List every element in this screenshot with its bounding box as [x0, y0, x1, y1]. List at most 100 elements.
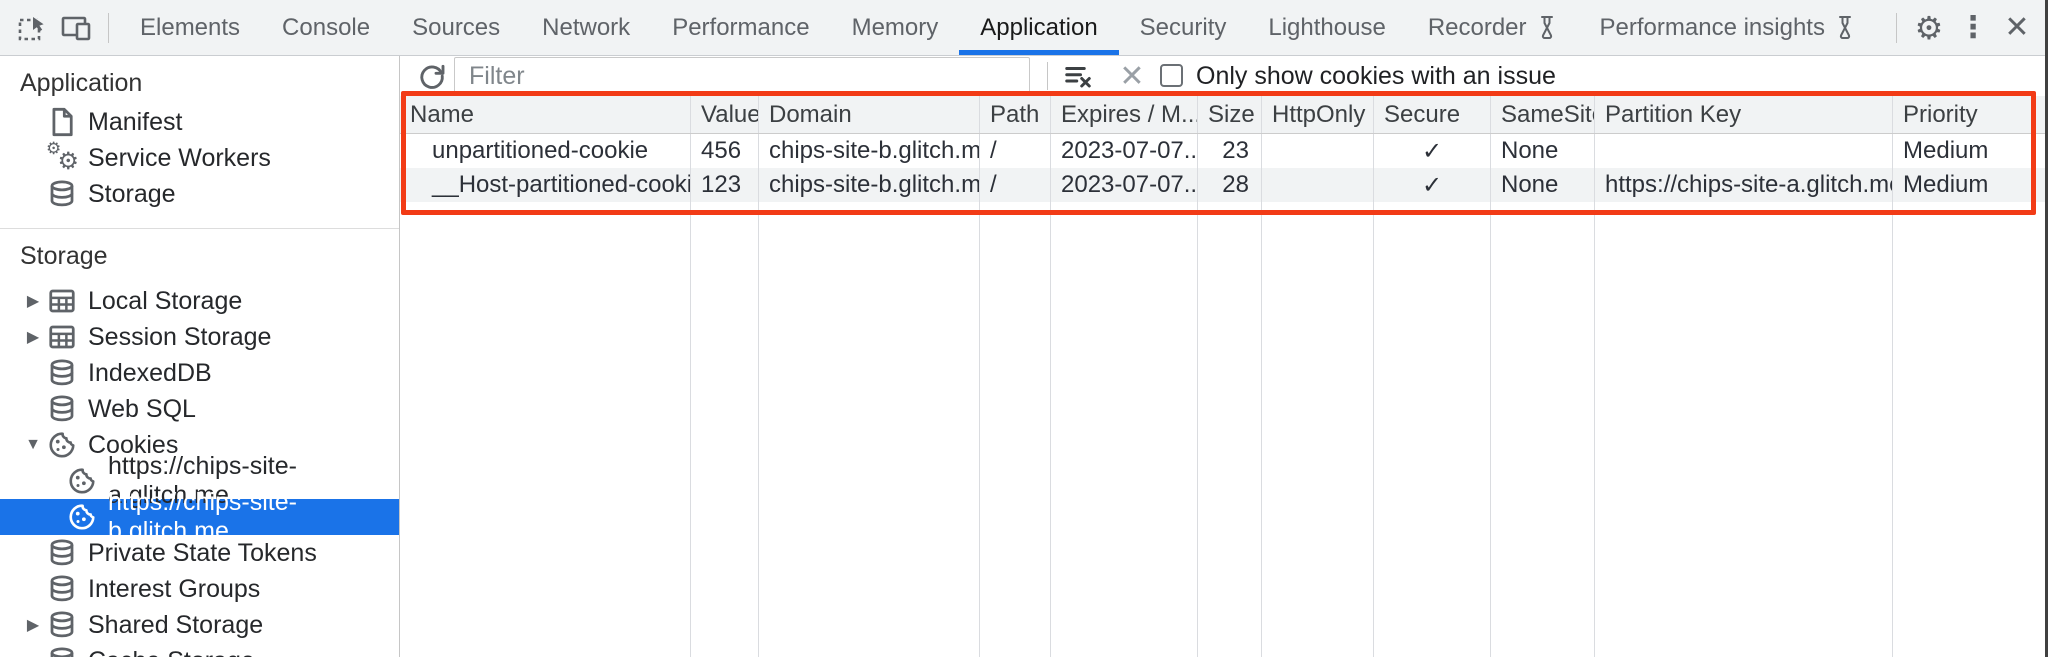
- close-devtools-icon[interactable]: ✕: [1995, 6, 2039, 50]
- cell-samesite[interactable]: None: [1491, 168, 1595, 202]
- cell-value[interactable]: 123: [691, 168, 759, 202]
- cell-secure-checkmark[interactable]: ✓: [1374, 134, 1491, 168]
- sidebar-item-web-sql[interactable]: Web SQL: [0, 391, 399, 427]
- sidebar-item-private-state-tokens[interactable]: Private State Tokens: [0, 535, 399, 571]
- sidebar-item-shared-storage[interactable]: ▶ Shared Storage: [0, 607, 399, 643]
- empty-cell: [1893, 202, 2045, 657]
- cell-expires[interactable]: 2023-07-07...: [1051, 168, 1198, 202]
- cell-priority[interactable]: Medium: [1903, 137, 1989, 164]
- cookie-icon: [46, 429, 78, 461]
- cell-secure-checkmark[interactable]: ✓: [1374, 168, 1491, 202]
- panel-tabs: Elements Console Sources Network Perform…: [119, 0, 1877, 55]
- cookie-row-host-partitioned[interactable]: __Host-partitioned-cookie 123 chips-site…: [400, 168, 2045, 202]
- filter-input[interactable]: [454, 57, 1030, 95]
- cell-name[interactable]: unpartitioned-cookie: [400, 134, 691, 168]
- cell-priority[interactable]: Medium: [1903, 171, 1989, 198]
- cell-value[interactable]: 456: [691, 134, 759, 168]
- tab-security[interactable]: Security: [1119, 0, 1248, 55]
- expander-expanded-icon[interactable]: ▼: [25, 436, 41, 453]
- cell-size[interactable]: 28: [1198, 168, 1262, 202]
- refresh-icon[interactable]: [414, 58, 450, 94]
- database-icon: [46, 178, 78, 210]
- sidebar-item-manifest[interactable]: Manifest: [0, 104, 399, 140]
- column-header-partition-key[interactable]: Partition Key: [1595, 96, 1893, 133]
- toggle-device-toolbar-icon[interactable]: [54, 6, 98, 50]
- empty-cell: [400, 202, 691, 657]
- empty-cell: [691, 202, 759, 657]
- cell-partition-key[interactable]: [1595, 134, 1893, 168]
- service-workers-gears-icon: ⚙⚙: [46, 139, 79, 175]
- tab-recorder[interactable]: Recorder: [1407, 0, 1579, 55]
- sidebar-item-cookie-site-a[interactable]: https://chips-site-a.glitch.me: [0, 452, 399, 509]
- empty-cell: [759, 202, 980, 657]
- column-header-priority[interactable]: Priority: [1903, 100, 1978, 128]
- sidebar-item-cookie-site-b-selected[interactable]: https://chips-site-b.glitch.me: [0, 488, 399, 545]
- cookies-panel: ✕ Only show cookies with an issue Name V…: [400, 56, 2045, 657]
- inspect-element-icon[interactable]: [10, 6, 54, 50]
- cell-partition-key[interactable]: https://chips-site-a.glitch.me: [1595, 168, 1893, 202]
- cell-httponly[interactable]: [1262, 134, 1374, 168]
- cell-samesite[interactable]: None: [1491, 134, 1595, 168]
- cell-path[interactable]: /: [980, 168, 1051, 202]
- tab-label: Console: [282, 13, 371, 41]
- column-header-domain[interactable]: Domain: [759, 96, 980, 133]
- more-options-icon[interactable]: ⋮: [1951, 6, 1995, 50]
- empty-cell: [1595, 202, 1893, 657]
- settings-gear-icon[interactable]: ⚙: [1907, 6, 1951, 50]
- tab-label: Network: [542, 13, 631, 41]
- empty-cell: [1262, 202, 1374, 657]
- cell-name[interactable]: __Host-partitioned-cookie: [400, 168, 691, 202]
- only-show-issue-label: Only show cookies with an issue: [1196, 62, 1556, 90]
- only-show-issue-checkbox[interactable]: [1160, 64, 1183, 87]
- tab-memory[interactable]: Memory: [831, 0, 960, 55]
- tab-performance[interactable]: Performance: [651, 0, 830, 55]
- column-header-name[interactable]: Name: [400, 96, 691, 133]
- cookie-row-unpartitioned[interactable]: unpartitioned-cookie 456 chips-site-b.gl…: [400, 134, 2045, 168]
- column-header-samesite[interactable]: SameSite: [1491, 96, 1595, 133]
- expander-collapsed-icon[interactable]: ▶: [26, 329, 40, 346]
- column-header-httponly[interactable]: HttpOnly: [1262, 96, 1374, 133]
- sidebar-item-local-storage[interactable]: ▶ Local Storage: [0, 283, 399, 319]
- cell-size[interactable]: 23: [1198, 134, 1262, 168]
- empty-cell: [1051, 202, 1198, 657]
- sidebar-item-session-storage[interactable]: ▶ Session Storage: [0, 319, 399, 355]
- column-header-secure[interactable]: Secure: [1374, 96, 1491, 133]
- sidebar-section-storage: Storage ▶ Local Storage ▶ Session Storag…: [0, 228, 399, 657]
- tab-performance-insights[interactable]: Performance insights: [1579, 0, 1877, 55]
- sidebar-item-label: Shared Storage: [88, 610, 264, 639]
- column-header-expires[interactable]: Expires / M...: [1051, 96, 1198, 133]
- column-header-size[interactable]: Size: [1198, 96, 1262, 133]
- tabbar-divider: [108, 12, 109, 43]
- tab-label: Recorder: [1427, 13, 1527, 41]
- cell-expires[interactable]: 2023-07-07...: [1051, 134, 1198, 168]
- tab-label: Sources: [412, 13, 501, 41]
- expander-collapsed-icon[interactable]: ▶: [26, 617, 40, 634]
- tab-network[interactable]: Network: [521, 0, 651, 55]
- tab-elements[interactable]: Elements: [119, 0, 261, 55]
- tab-application[interactable]: Application: [959, 0, 1118, 55]
- sidebar-item-label: Session Storage: [88, 322, 272, 351]
- cell-domain[interactable]: chips-site-b.glitch.me: [759, 168, 980, 202]
- cell-path[interactable]: /: [980, 134, 1051, 168]
- sidebar-item-label: Cache Storage: [88, 647, 255, 657]
- column-header-path[interactable]: Path: [980, 96, 1051, 133]
- tab-console[interactable]: Console: [261, 0, 391, 55]
- cell-httponly[interactable]: [1262, 168, 1374, 202]
- sidebar-item-service-workers[interactable]: ⚙⚙ Service Workers: [0, 139, 399, 176]
- tab-label: Performance insights: [1599, 13, 1825, 41]
- expander-collapsed-icon[interactable]: ▶: [26, 293, 40, 310]
- sidebar-item-cookies[interactable]: ▼ Cookies: [0, 427, 399, 463]
- sidebar-item-cache-storage[interactable]: Cache Storage: [0, 643, 399, 657]
- tab-sources[interactable]: Sources: [391, 0, 521, 55]
- sidebar-item-interest-groups[interactable]: Interest Groups: [0, 571, 399, 607]
- tab-lighthouse[interactable]: Lighthouse: [1247, 0, 1406, 55]
- cell-domain[interactable]: chips-site-b.glitch.me: [759, 134, 980, 168]
- delete-selected-icon[interactable]: ✕: [1112, 56, 1152, 96]
- tab-label: Memory: [851, 13, 939, 41]
- sidebar-item-storage[interactable]: Storage: [0, 176, 399, 212]
- sidebar-item-label: Storage: [88, 179, 176, 208]
- column-header-value[interactable]: Value: [691, 96, 759, 133]
- application-panel-sidebar: Application Manifest ⚙⚙ Service Workers: [0, 56, 400, 657]
- clear-all-cookies-icon[interactable]: [1058, 58, 1098, 94]
- sidebar-item-indexeddb[interactable]: IndexedDB: [0, 355, 399, 391]
